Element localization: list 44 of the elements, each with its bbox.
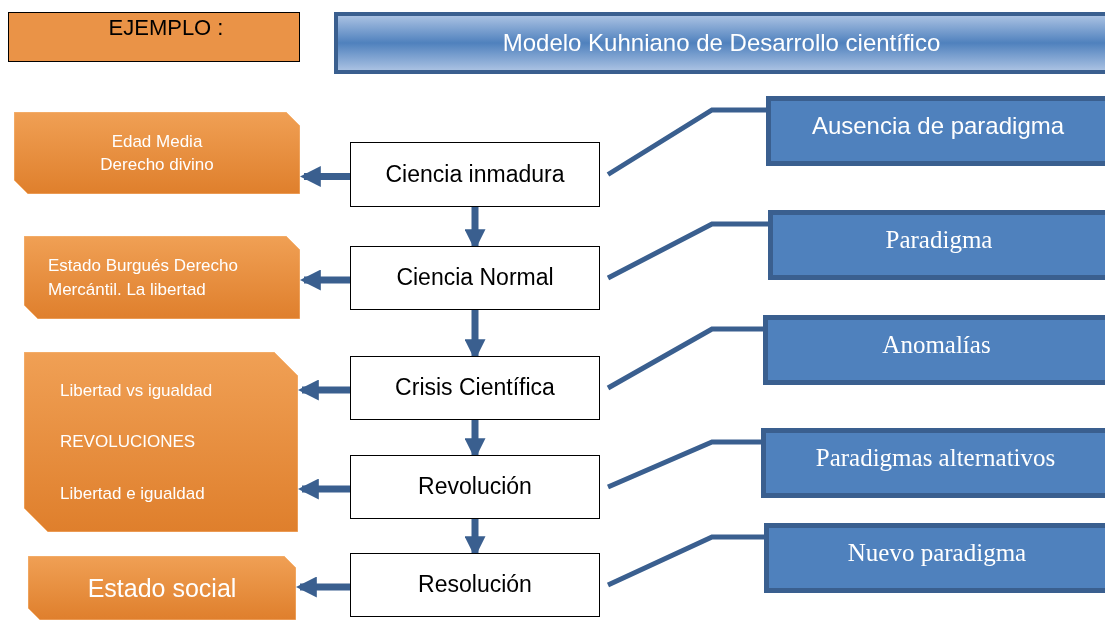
arrow [295, 576, 350, 598]
stage-box [350, 142, 600, 207]
stage-box [350, 356, 600, 420]
box-text: Revolución [418, 472, 532, 502]
box-text: Edad Media [111, 130, 203, 153]
box-text: Ciencia Normal [396, 263, 554, 293]
leader-line [606, 221, 768, 281]
box-text: Libertad vs igualdad [60, 379, 213, 402]
example-box [14, 112, 300, 194]
concept-box [768, 210, 1105, 280]
box-text: Derecho divino [100, 154, 214, 176]
box-text: Resolución [418, 570, 532, 600]
stage-box [350, 246, 600, 310]
leader-line [606, 107, 766, 177]
arrow [299, 269, 350, 291]
stage-box [350, 553, 600, 617]
box-text: Anomalías [881, 330, 992, 360]
box-text: Crisis Científica [395, 373, 555, 403]
title-banner: Modelo Kuhniano de Desarrollo científico [334, 12, 1105, 74]
box-text: Paradigma [884, 225, 994, 255]
leader-line [606, 326, 763, 391]
arrow [297, 478, 350, 500]
leader-line [606, 534, 764, 588]
stage-box [350, 455, 600, 519]
example-box [28, 556, 296, 620]
box-text: Ciencia inmadura [385, 159, 565, 189]
concept-box [766, 96, 1105, 166]
leader-line [607, 439, 761, 490]
arrow [299, 166, 350, 187]
concept-box [763, 315, 1105, 385]
example-box [24, 236, 300, 319]
box-text: Nuevo paradigma [846, 538, 1028, 568]
box-text: EJEMPLO : [108, 14, 224, 42]
arrow [297, 379, 350, 401]
box-text: Libertad e igualdad [60, 482, 205, 505]
example-box [24, 352, 298, 532]
example-label-box [8, 12, 300, 62]
box-text: Ausencia de paradigma [810, 111, 1066, 141]
box-text: Paradigmas alternativos [814, 443, 1057, 473]
box-text: Estado Burgués Derecho Mercántil. La libertad [48, 255, 239, 301]
concept-box [761, 428, 1105, 498]
box-text: Estado social [87, 572, 237, 604]
concept-box [764, 523, 1105, 593]
box-text: REVOLUCIONES [60, 431, 196, 454]
